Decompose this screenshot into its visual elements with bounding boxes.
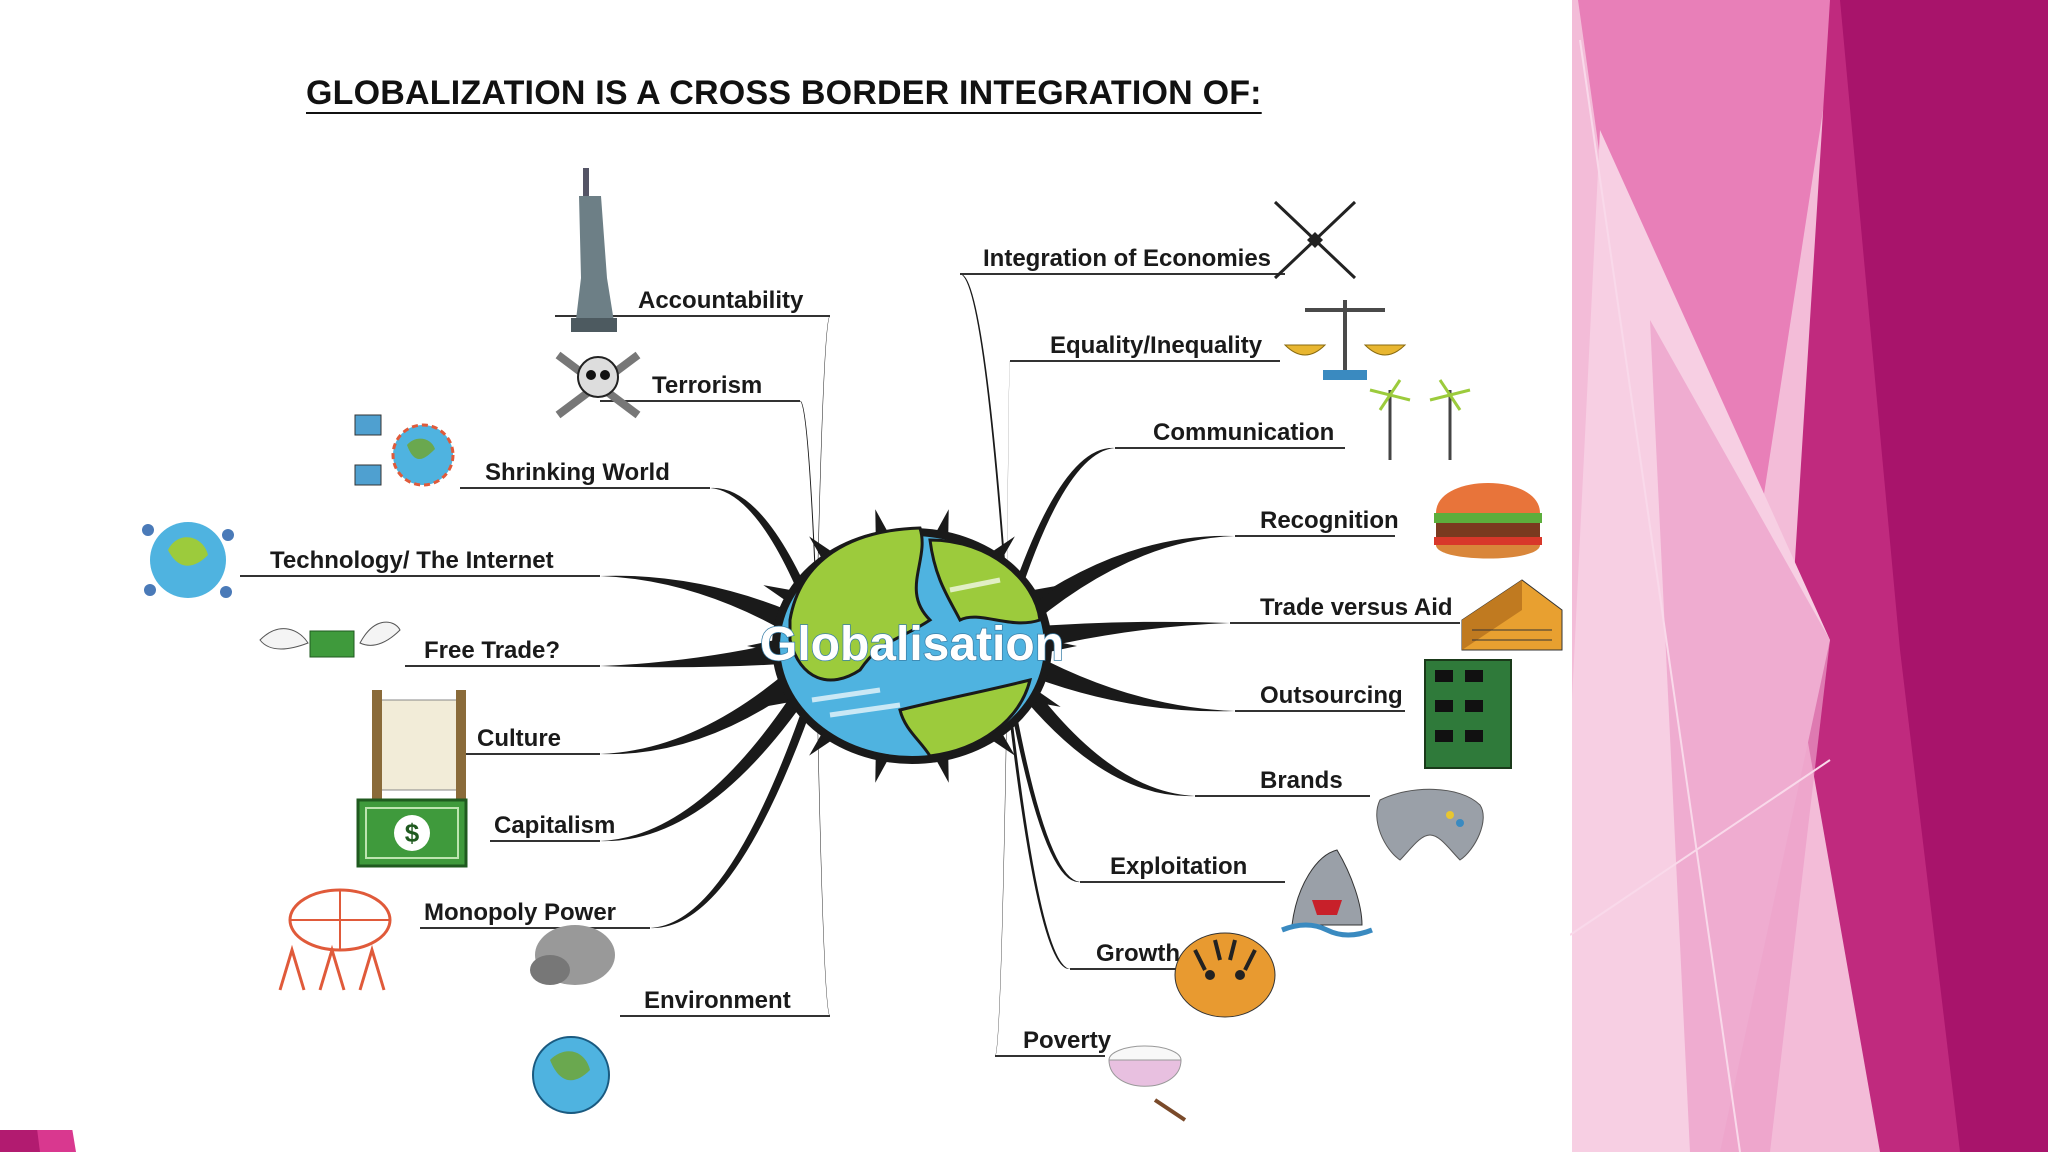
branch-label: Free Trade? bbox=[424, 637, 560, 664]
branch-label: Recognition bbox=[1260, 507, 1399, 534]
compass-icon bbox=[1273, 200, 1357, 280]
branch-label: Growth bbox=[1096, 940, 1180, 967]
winged-money-icon bbox=[259, 621, 401, 658]
people-holding-globe-icon bbox=[278, 888, 392, 991]
circuit-board-icon bbox=[1424, 659, 1512, 769]
branch-label: Outsourcing bbox=[1260, 682, 1403, 709]
scales-icon bbox=[1283, 300, 1407, 380]
satellite-globe-icon bbox=[142, 522, 234, 598]
branch-label: Integration of Economies bbox=[983, 245, 1271, 272]
scroll-icon bbox=[372, 690, 466, 810]
icons: $ bbox=[142, 168, 1563, 1122]
networked-globe-icon bbox=[354, 414, 455, 487]
branch-label: Exploitation bbox=[1110, 853, 1247, 880]
tiger-icon bbox=[1174, 932, 1276, 1018]
branch-tendril bbox=[1007, 621, 1230, 657]
branch-label: Communication bbox=[1153, 419, 1334, 446]
antenna-towers-icon bbox=[1369, 379, 1471, 460]
polluted-earth-icon bbox=[530, 925, 615, 1114]
building-icon bbox=[1461, 579, 1563, 651]
branch-tendril bbox=[1007, 639, 1235, 712]
branch-label: Monopoly Power bbox=[424, 899, 616, 926]
branch-tendril bbox=[600, 644, 817, 755]
rice-bowl-icon bbox=[1108, 1045, 1187, 1122]
globe: Globalisation bbox=[759, 526, 1065, 764]
content-area bbox=[0, 0, 1570, 1130]
branch-label: Environment bbox=[644, 987, 791, 1014]
branch-label: Accountability bbox=[638, 287, 804, 314]
branch-label: Shrinking World bbox=[485, 459, 670, 486]
shark-icon bbox=[1281, 849, 1373, 938]
branch-label: Trade versus Aid bbox=[1260, 594, 1453, 621]
branch-label: Brands bbox=[1260, 767, 1343, 794]
statue-of-liberty-icon bbox=[571, 168, 617, 332]
page-title: GLOBALIZATION IS A CROSS BORDER INTEGRAT… bbox=[306, 74, 1262, 112]
branch-tendril bbox=[1007, 649, 1195, 797]
branch-label: Capitalism bbox=[494, 812, 615, 839]
branch-label: Technology/ The Internet bbox=[270, 547, 554, 574]
branch-label: Poverty bbox=[1023, 1027, 1112, 1054]
svg-text:$: $ bbox=[405, 818, 420, 848]
branch-tendril bbox=[600, 633, 817, 668]
branch-tendril bbox=[600, 575, 817, 651]
branch-tendril bbox=[710, 487, 817, 641]
dollar-bill-icon: $ bbox=[356, 798, 468, 868]
skull-crossbones-icon bbox=[555, 351, 641, 419]
branch-label: Culture bbox=[477, 725, 561, 752]
hamburger-icon bbox=[1434, 483, 1542, 559]
branch-label: Equality/Inequality bbox=[1050, 332, 1263, 359]
right-decoration bbox=[1569, 0, 2048, 1153]
globe-center-label: Globalisation bbox=[760, 618, 1064, 671]
branch-label: Terrorism bbox=[652, 372, 762, 399]
branch-tendril bbox=[1007, 535, 1235, 647]
game-controller-icon bbox=[1376, 788, 1484, 861]
